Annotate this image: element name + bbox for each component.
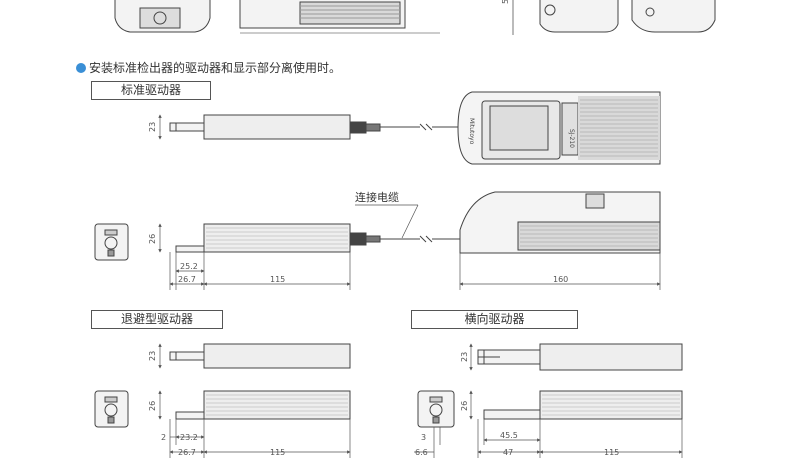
device-model: SJ-210 [568,129,575,148]
section-label-transverse: 横向驱动器 [411,310,578,329]
dim-tr-d0: 3 [421,433,426,442]
transverse-front-view [417,390,455,428]
display-unit-top [457,91,661,165]
retract-side-view [169,343,351,369]
dim-tr-d2: 6.6 [415,448,428,457]
dim-tr-d1: 45.5 [500,431,518,440]
dim-ret-side-h: 23 [148,351,157,361]
intro-text: 安装标准检出器的驱动器和显示部分离使用时。 [89,61,342,75]
dim-tr-side-h: 23 [460,352,469,362]
dim-tr-d3: 47 [503,448,513,457]
intro-line: 安装标准检出器的驱动器和显示部分离使用时。 [76,59,341,76]
retract-front-view [94,390,129,428]
dim-display-w: 160 [553,275,568,284]
dim-ret-front-h: 26 [148,401,157,411]
dim-ret-d1: 23.2 [180,433,198,442]
section-label-standard: 标准驱动器 [91,81,211,100]
device-brand: Mitutoyo [468,118,475,145]
transverse-side-view [477,343,683,371]
dim-ret-len: 115 [270,448,285,457]
dim-tr [414,390,683,458]
dim-ret [158,390,351,458]
dim-tr-len: 115 [604,448,619,457]
dim-std-d2: 26.7 [178,275,196,284]
top-partial-views [114,0,716,35]
dim-std-d1: 25.2 [180,262,198,271]
dim-std [158,223,661,290]
display-unit-side [459,191,661,254]
dim-std-side-h: 23 [148,122,157,132]
standard-front-view [94,223,129,261]
standard-side-view [169,114,463,140]
dim-tr-front-h: 26 [460,401,469,411]
retract-side-view-2 [175,390,351,420]
section-label-retract: 退避型驱动器 [91,310,223,329]
dim-std-front-h: 26 [148,234,157,244]
dim-ret-d0: 2 [161,433,166,442]
callout-cable: 连接电缆 [355,191,399,204]
transverse-side-view-2 [483,390,683,420]
bullet-icon [76,62,86,73]
dim-top-cut: 52 [501,0,510,4]
standard-side-view-2 [175,223,460,253]
dim-std-len: 115 [270,275,285,284]
dim-ret-d2: 26.7 [178,448,196,457]
